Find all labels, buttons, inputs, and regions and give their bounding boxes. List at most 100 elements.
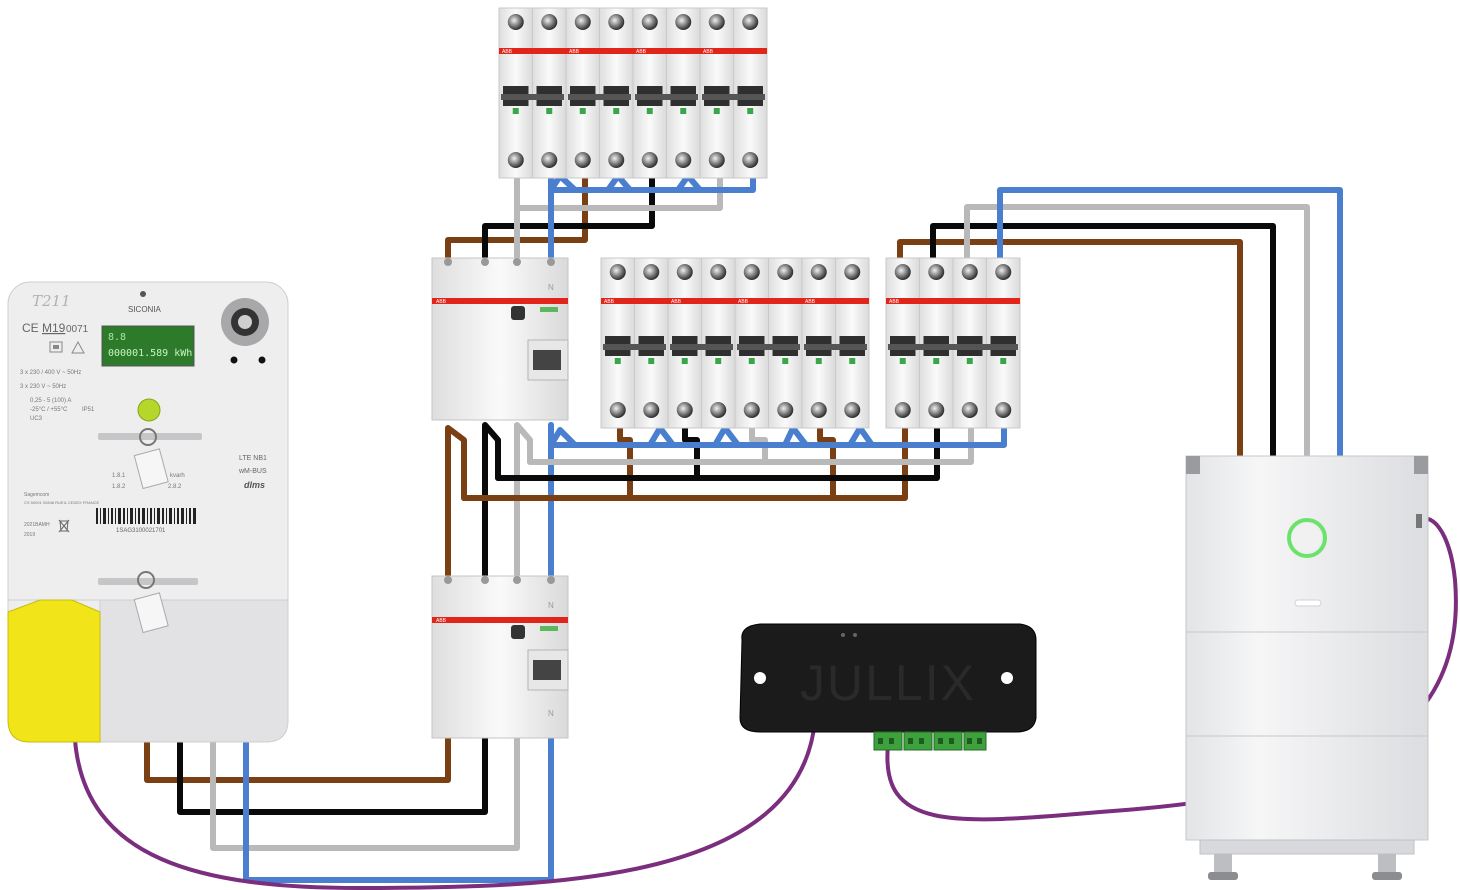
breaker-red-band [886,298,1020,304]
meter-led-right [258,356,266,364]
breaker-indicator [715,358,722,364]
terminal-screw-top [743,264,760,280]
meter-year: 2019 [24,532,35,538]
terminal-screw-bottom [961,402,978,418]
battery-side-port [1416,514,1422,528]
meter-seal-slot-2 [98,578,198,585]
meter-reg-1: 1.8.1 [112,473,126,479]
breaker-indicator [899,358,906,364]
meter-lcd [101,325,195,367]
wire-brown-meter-rcd2 [144,730,451,783]
meter-kvarh: kvarh [170,473,185,479]
terminal-screw-bottom [675,152,692,168]
meter-mid-number: 0071 [66,324,89,335]
terminal-screw-bottom [743,402,760,418]
breaker-red-band [499,48,767,54]
terminal-screw-top [574,14,591,30]
battery-status-ring [1287,518,1327,558]
battery-module-1 [1185,631,1429,737]
terminal-screw-top [676,264,693,280]
rcd-lower-neutral-bottom: N [548,709,554,718]
breaker-brand: ABB [569,49,580,55]
battery-top-cap-left [1186,456,1200,474]
wire-black-rcd1-top [482,173,655,265]
breaker-indicator [648,358,655,364]
wire-purple-meter-controller [73,718,817,890]
plug-icon [49,341,63,353]
controller-mount-hole-left [754,672,766,684]
breaker-indicator [747,108,754,114]
terminal-screw-top [643,264,660,280]
breaker-indicator [815,358,822,364]
breaker-brand: ABB [738,299,749,305]
meter-lcd-line2: 000001.589 kWh [108,348,192,359]
meter-uc: UC3 [30,416,43,422]
terminal-screw-bottom [810,402,827,418]
breaker-indicator [579,108,586,114]
meter-serial: 1SAG3100021701 [116,528,166,534]
breaker-brand: ABB [502,49,513,55]
breaker-indicator [614,358,621,364]
wire-brown-rcd2-rcd1 [445,425,467,583]
breaker-indicator [681,358,688,364]
controller-terminal-blocks [873,731,987,751]
terminal-screw-top [928,264,945,280]
meter-model: T211 [32,292,71,310]
meter-brand-logo [140,291,146,297]
wire-brown-to-battery [897,239,1243,458]
wire-grey-meter-rcd2 [210,730,520,851]
wire-black-mid-b2 [682,423,700,481]
battery-module-2 [1185,735,1429,841]
meter-seal-2 [133,571,169,634]
terminal-screw-top [894,264,911,280]
rcd-upper-brand: ABB [436,299,447,305]
meter-ce-mark: CE [22,321,39,335]
meter-lte: LTE NB1 [239,455,267,462]
breaker-indicator [512,108,519,114]
wire-black-rcd2-rcd1 [482,422,501,583]
meter-temp: -25°C / +55°C [30,407,68,413]
smart-meter: T211 SICONIA CE M19 0071 8.8 000001.589 … [7,281,289,743]
rcd-lower: ABB N N [431,575,569,739]
breaker-brand: ABB [671,299,682,305]
wire-grey-rcd1-mid [527,423,974,465]
breaker-handle-bar [603,344,666,350]
terminal-screw-bottom [574,152,591,168]
terminal-screw-top [541,14,558,30]
meter-terminal-cover [8,599,289,743]
breaker-indicator [933,358,940,364]
meter-manufacturer: Sagemcom [24,492,49,498]
breaker-handle-bar [804,344,867,350]
breaker-indicator [782,358,789,364]
breaker-brand: ABB [604,299,615,305]
terminal-screw-bottom [710,402,727,418]
meter-voltage-1ph: 3 x 230 V ~ 50Hz [20,384,66,390]
meter-lcd-line1: 8.8 [108,332,126,343]
terminal-screw-top [777,264,794,280]
terminal-screw-top [810,264,827,280]
rcd-upper: ABB N [431,257,569,421]
breaker-indicator [546,108,553,114]
controller-logo: JULLIX [800,655,976,711]
terminal-screw-bottom [541,152,558,168]
meter-led-left [230,356,238,364]
meter-reg-3: 2.8.2 [168,484,182,490]
battery-feet [1208,854,1402,880]
meter-year-code: 2021BAMH [24,522,50,528]
warning-icon [71,340,85,354]
breaker-handle-bar [568,94,631,100]
terminal-screw-top [609,264,626,280]
terminal-screw-top [710,264,727,280]
terminal-screw-bottom [894,402,911,418]
meter-reg-2: 1.8.2 [112,484,126,490]
breaker-indicator [966,358,973,364]
breaker-indicator [849,358,856,364]
meter-yellow-flap [7,599,101,743]
meter-mid-mark: M19 [42,321,66,335]
wire-blue-top-run [548,173,756,193]
breaker-indicator [680,108,687,114]
controller-mount-hole-right [1001,672,1013,684]
terminal-screw-bottom [641,152,658,168]
terminal-screw-bottom [844,402,861,418]
